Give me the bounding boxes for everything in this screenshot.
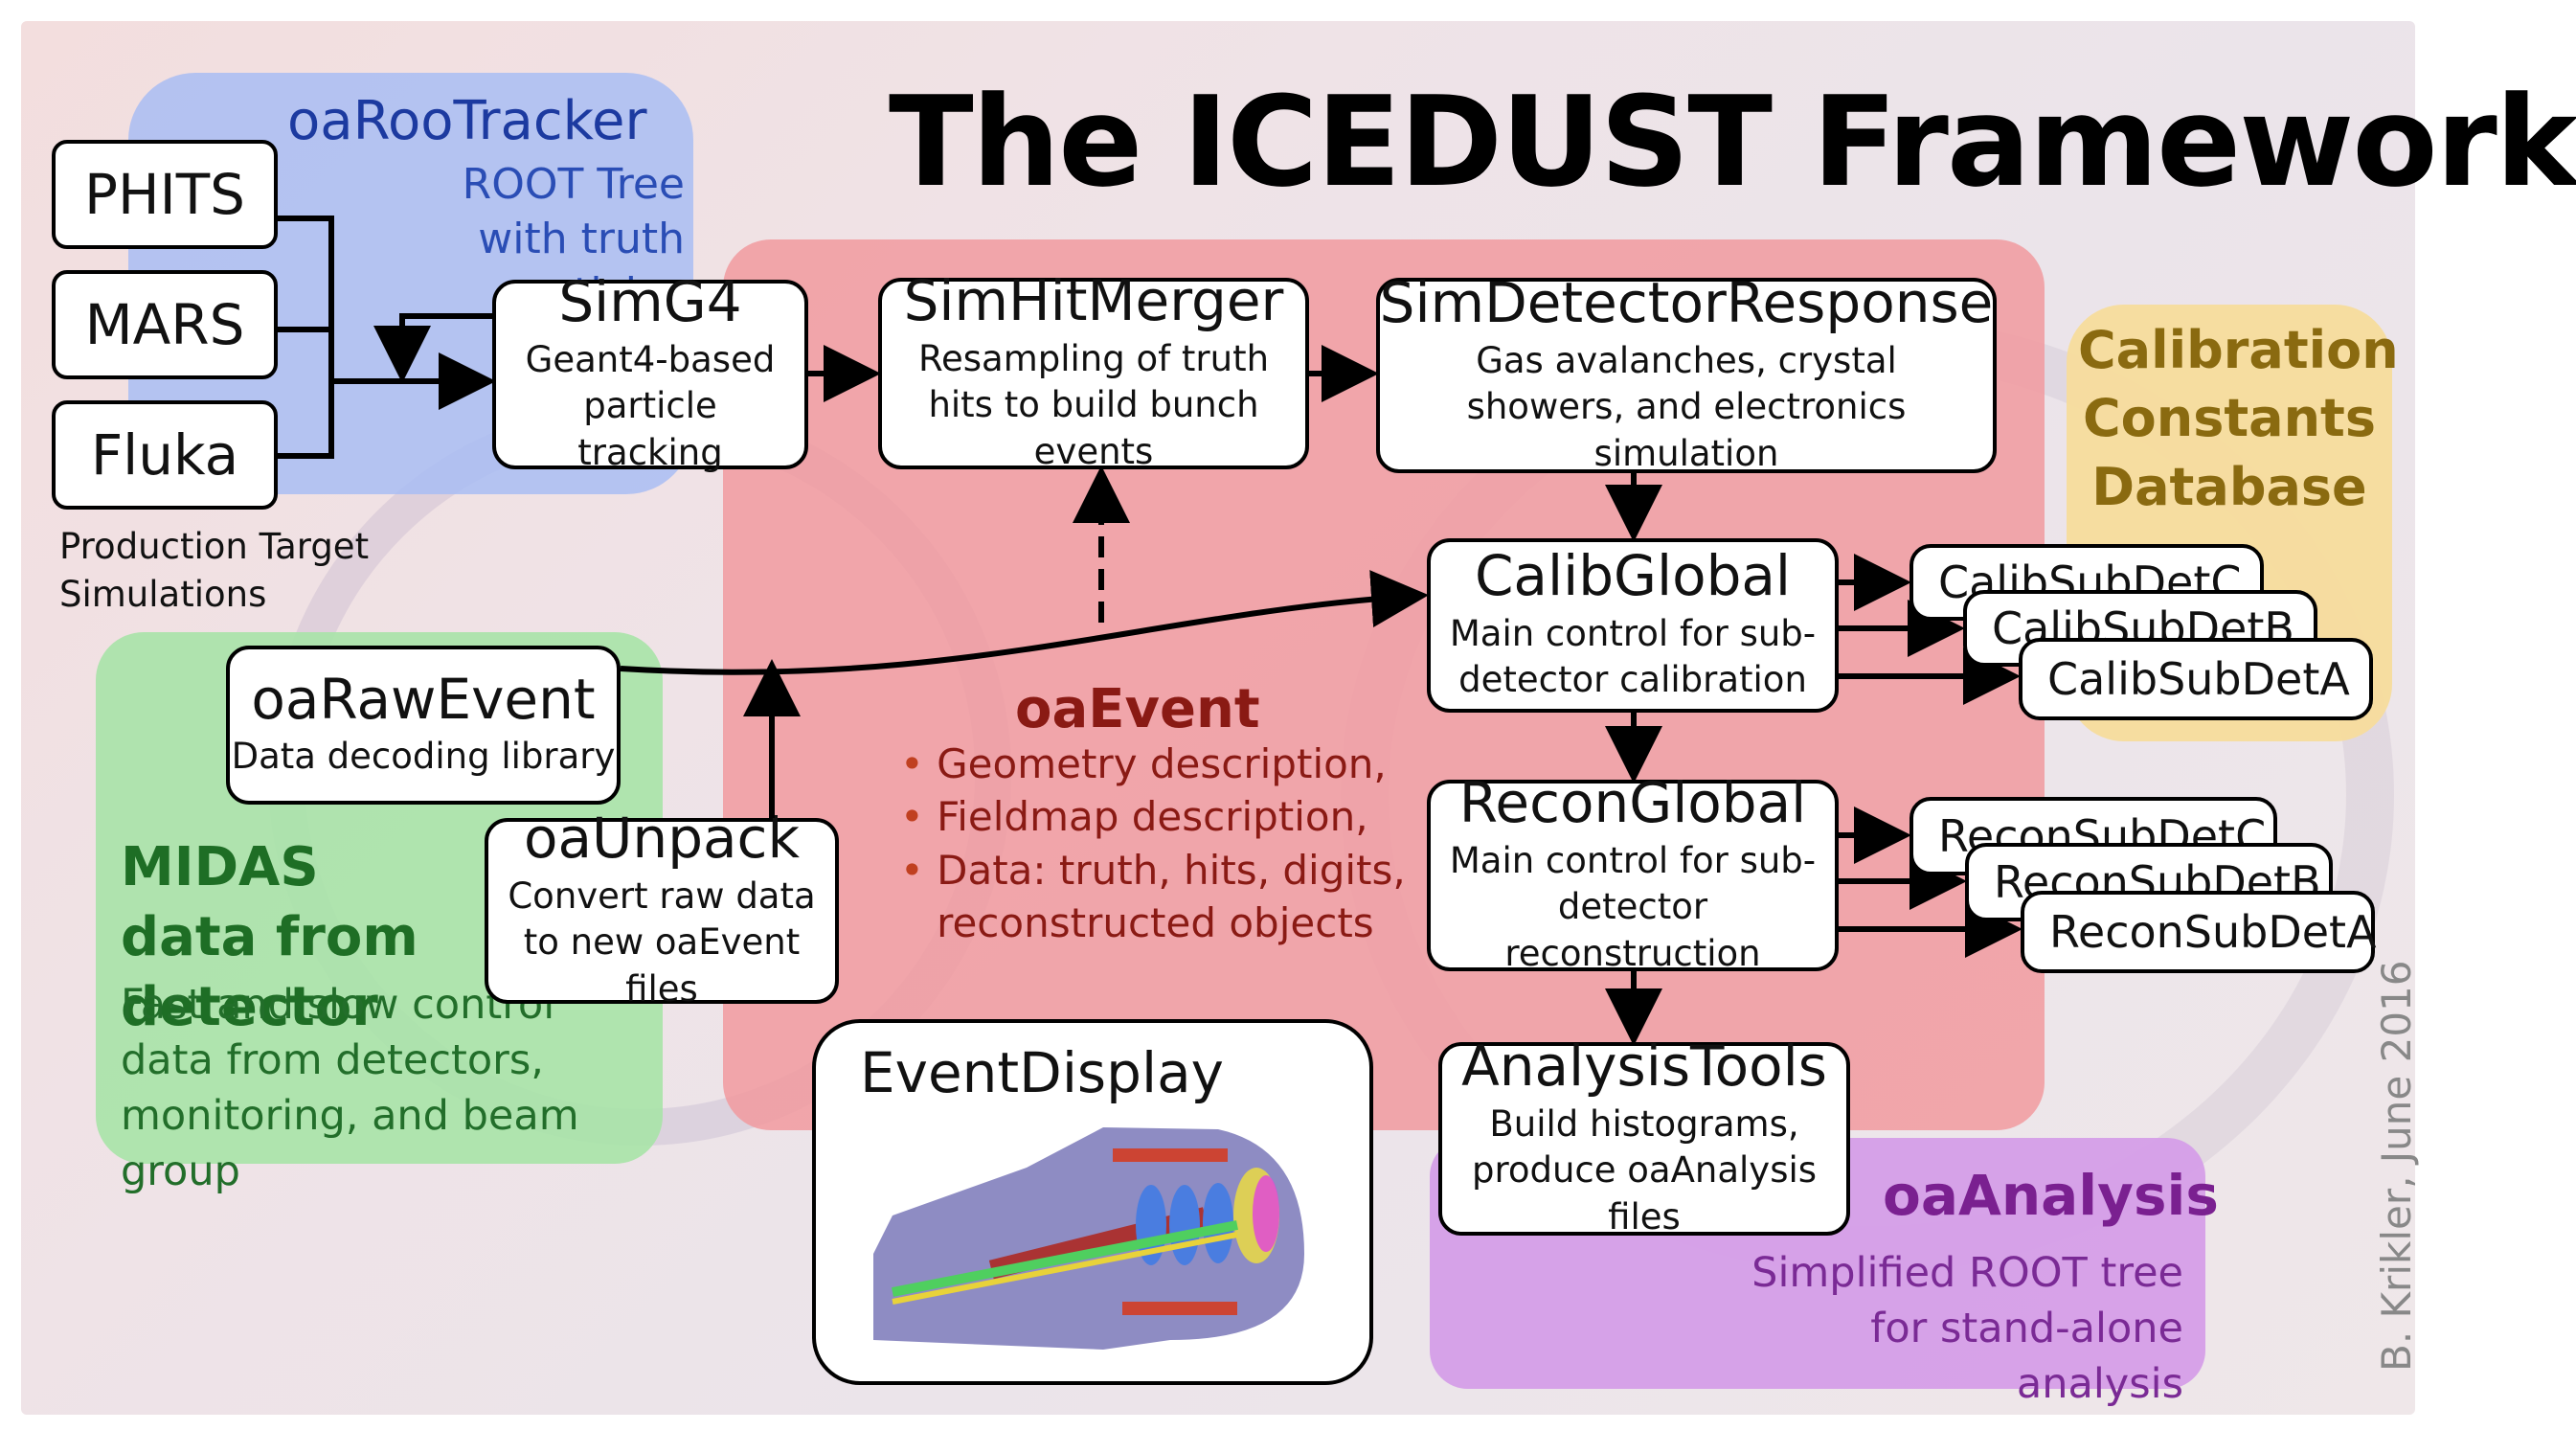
module-desc: Geant4-based particle tracking	[525, 339, 776, 473]
simg4-loop-arrow	[373, 313, 492, 383]
module-title: SimDetectorResponse	[1379, 270, 1994, 336]
diagram-canvas: The ICEDUST Framework B. Krikler, June 2…	[21, 21, 2576, 1415]
module-desc: Convert raw data to new oaEvent files	[508, 875, 816, 1010]
module-desc: Gas avalanches, crystal showers, and ele…	[1466, 340, 1907, 474]
module-title: CalibGlobal	[1474, 543, 1792, 609]
connector-layer	[278, 216, 2022, 1046]
source-phits-arrow	[278, 216, 334, 381]
oaevent-title: oaEvent	[1015, 678, 1260, 740]
eventdisplay-box: EventDisplay	[812, 1019, 1373, 1385]
module-title: oaRawEvent	[251, 666, 596, 732]
calibdb-title: Calibration Constants Database	[2078, 320, 2399, 517]
source-label: MARS	[84, 291, 245, 357]
module-title: oaUnpack	[523, 806, 801, 872]
recon-subdet-a-box: ReconSubDetA	[2021, 891, 2377, 973]
analysistools-box: AnalysisTools Build histograms, produce …	[1438, 1037, 1850, 1238]
module-desc: Main control for sub-detector reconstruc…	[1449, 840, 1817, 974]
sources-caption: Production Target Simulations	[59, 526, 370, 615]
source-label: Fluka	[90, 421, 239, 488]
source-label: PHITS	[84, 161, 245, 227]
module-title: SimG4	[558, 269, 742, 335]
oaevent-bullets: • Geometry description, • Fieldmap descr…	[900, 738, 1406, 950]
oaevent-bullet: • Data: truth, hits, digits,	[900, 846, 1406, 894]
oaanalysis-desc: Simplified ROOT tree for stand-alone ana…	[1751, 1249, 2183, 1409]
oarawevent-box: oaRawEvent Data decoding library	[226, 646, 621, 805]
simdetectorresponse-box: SimDetectorResponse Gas avalanches, crys…	[1376, 274, 1997, 474]
calibglobal-box: CalibGlobal Main control for sub-detecto…	[1427, 538, 1839, 713]
oaevent-bullet: • Geometry description,	[900, 740, 1387, 787]
midas-desc: Fast and slow control data from detector…	[121, 981, 579, 1196]
oaevent-bullet: • Fieldmap description,	[900, 793, 1368, 841]
source-fluka-arrow	[278, 381, 334, 459]
module-title: ReconGlobal	[1458, 770, 1807, 836]
page-title: The ICEDUST Framework	[889, 69, 2576, 215]
subdet-label: CalibSubDetA	[2047, 653, 2350, 705]
module-title: SimHitMerger	[903, 268, 1284, 334]
oarootracker-title: oaRooTracker	[287, 90, 647, 152]
subdet-label: ReconSubDetA	[2049, 906, 2377, 958]
event-display-render	[873, 1126, 1304, 1350]
module-desc: Main control for sub-detector calibratio…	[1449, 613, 1817, 701]
rawevent-to-calibglobal-arrow	[620, 570, 1429, 675]
module-desc: Resampling of truth hits to build bunch …	[917, 338, 1270, 472]
source-fluka-box: Fluka	[52, 400, 278, 510]
module-title: EventDisplay	[860, 1040, 1224, 1105]
source-mars-box: MARS	[52, 270, 278, 379]
simg4-box: SimG4 Geant4-based particle tracking	[492, 273, 808, 473]
source-phits-box: PHITS	[52, 140, 278, 249]
simhitmerger-box: SimHitMerger Resampling of truth hits to…	[878, 272, 1309, 472]
module-desc: Build histograms, produce oaAnalysis fil…	[1471, 1103, 1818, 1238]
module-desc: Data decoding library	[231, 736, 616, 778]
oaevent-bullet: • reconstructed objects	[937, 899, 1374, 947]
midas-title: MIDAS data from detector	[121, 836, 418, 1038]
oaunpack-box: oaUnpack Convert raw data to new oaEvent…	[485, 809, 839, 1010]
reconglobal-box: ReconGlobal Main control for sub-detecto…	[1427, 774, 1839, 974]
oaanalysis-title: oaAnalysis	[1883, 1163, 2219, 1228]
calib-subdet-a-box: CalibSubDetA	[2019, 638, 2373, 720]
module-title: AnalysisTools	[1461, 1034, 1827, 1100]
